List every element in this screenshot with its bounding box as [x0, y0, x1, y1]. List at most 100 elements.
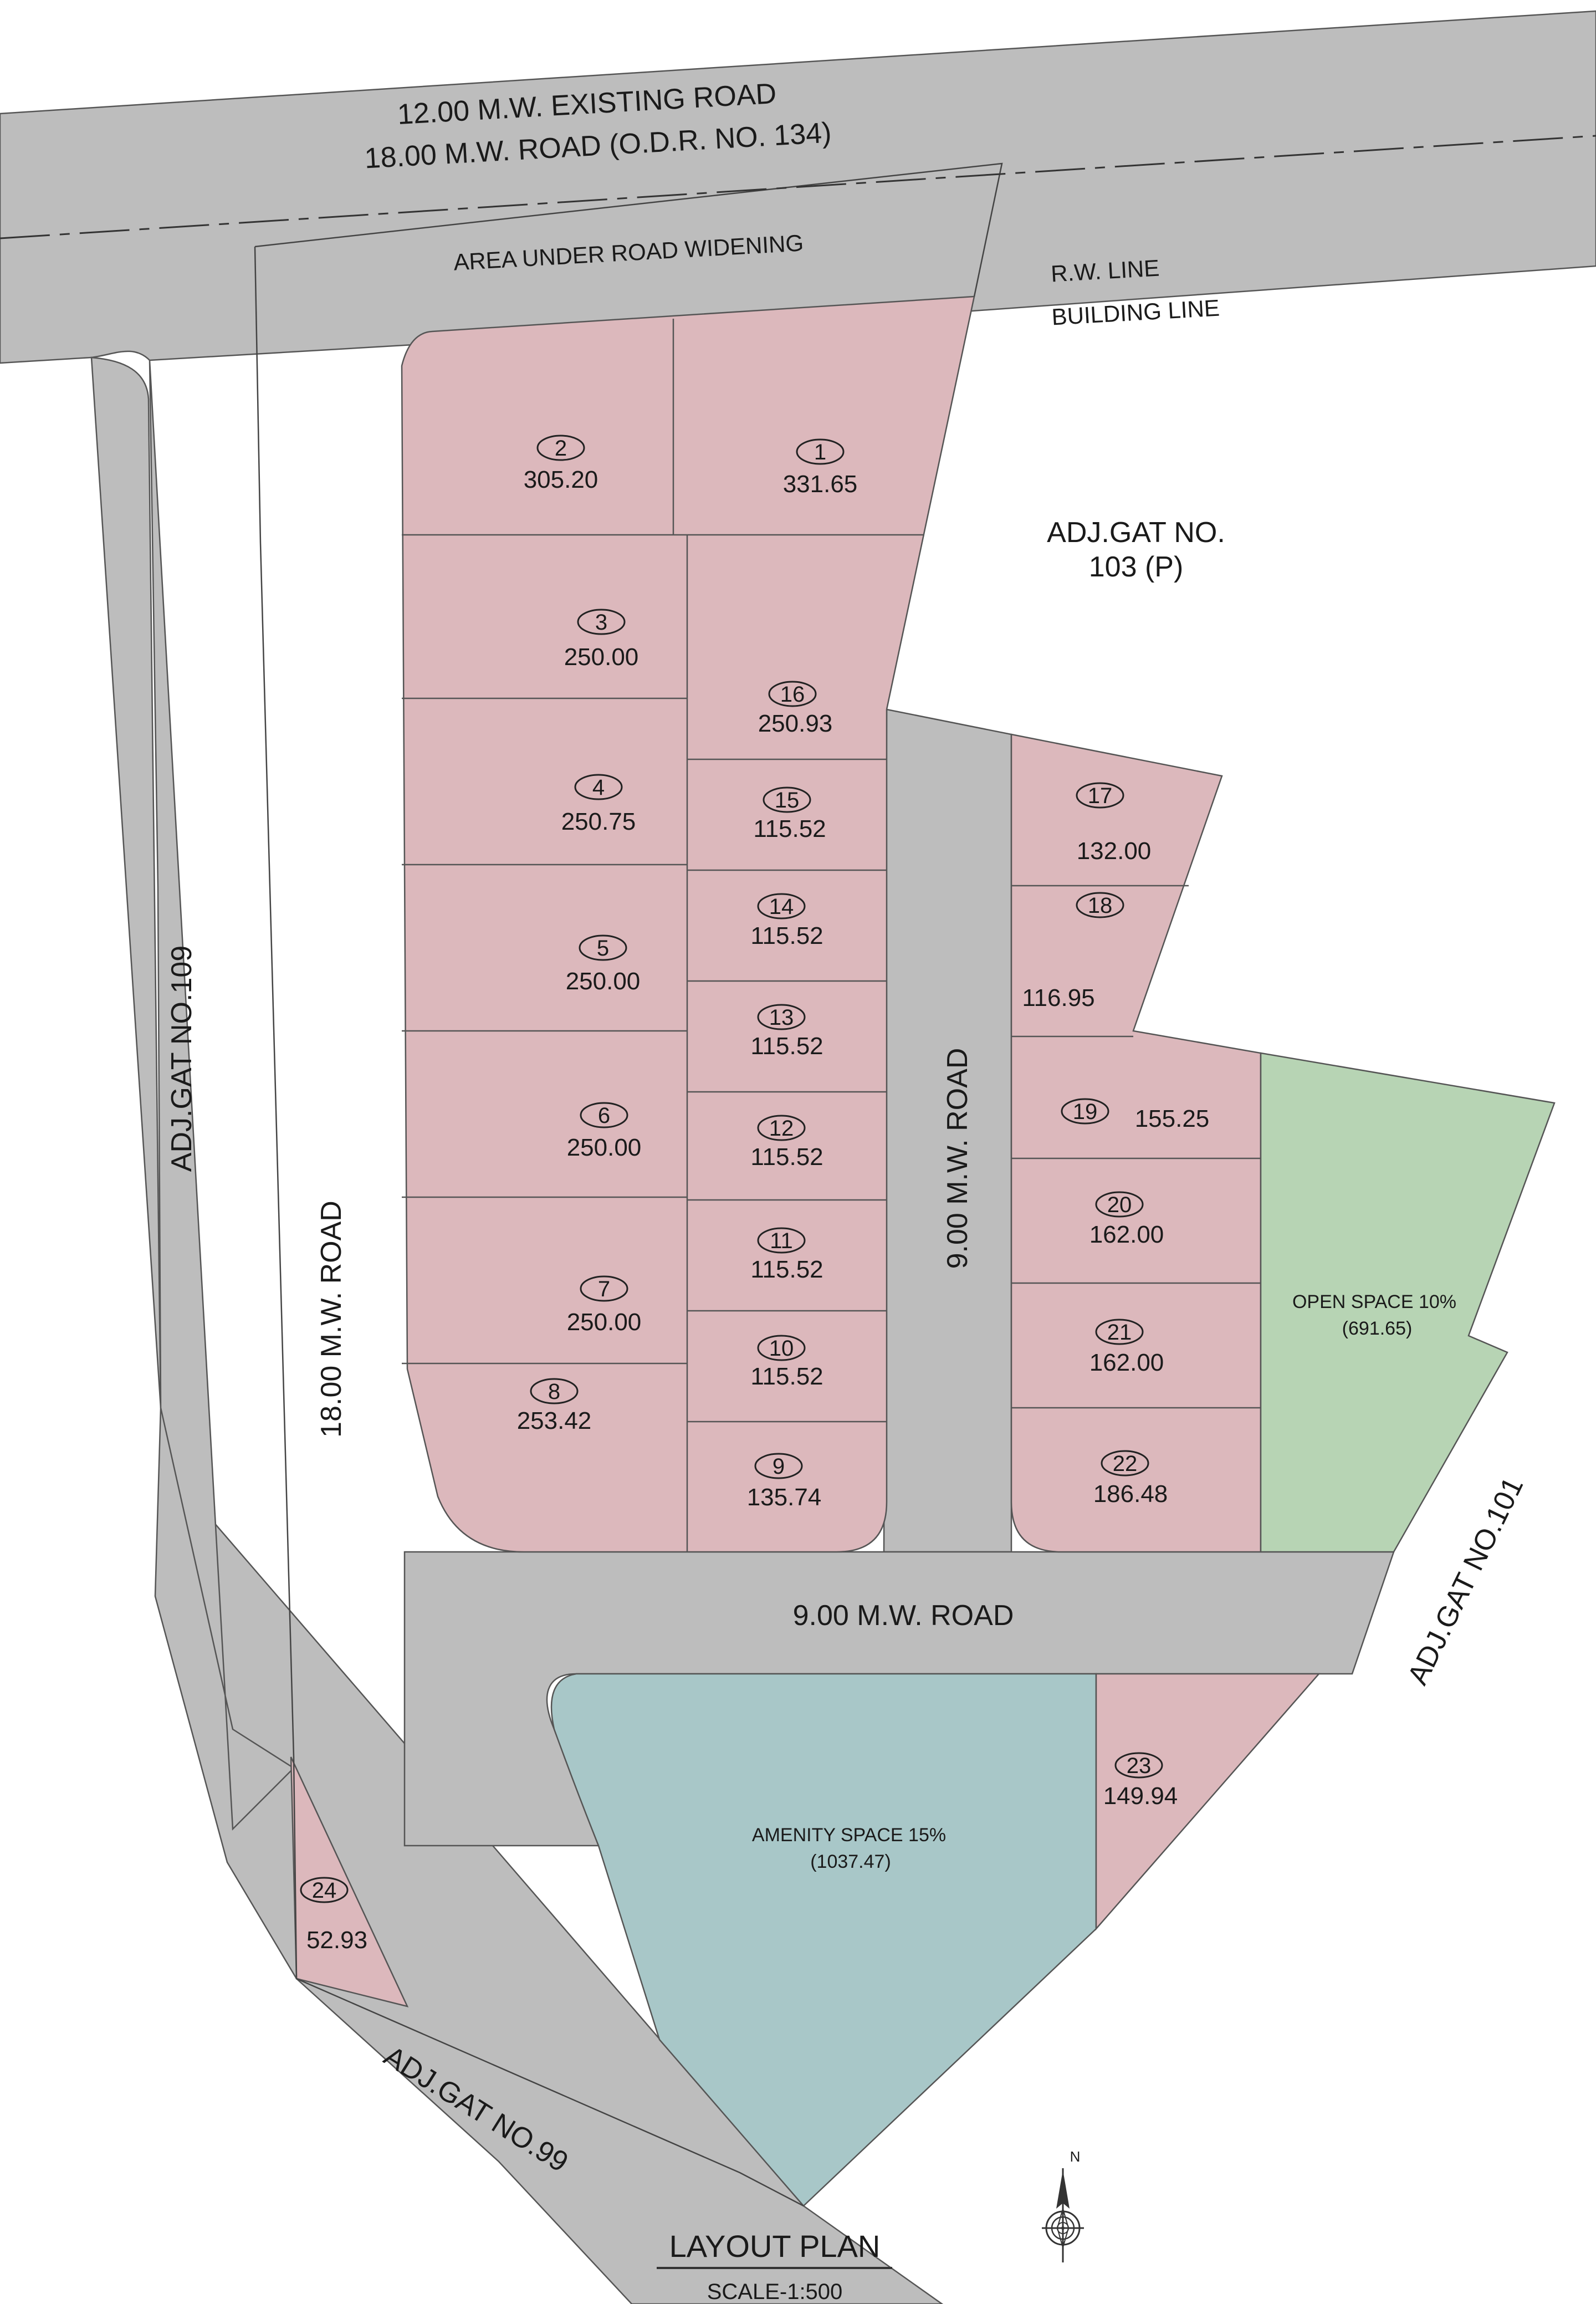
- plot-11: 11 115.52: [750, 1227, 823, 1283]
- plot-18: 18 116.95: [1022, 892, 1124, 1011]
- rw-line-label: R.W. LINE: [1050, 255, 1160, 287]
- plot-3-area: 250.00: [564, 643, 639, 671]
- layout-plan-title: LAYOUT PLAN: [669, 2229, 881, 2264]
- plot-24-shape: [290, 1756, 409, 2007]
- road-18m-left-edge: [149, 360, 295, 1831]
- plot-13: 13 115.52: [750, 1004, 823, 1060]
- plot-6: 6 250.00: [567, 1102, 642, 1161]
- open-space: [1260, 1052, 1556, 1553]
- scale-label: SCALE-1:500: [707, 2280, 843, 2304]
- plot-8-number: 8: [548, 1380, 560, 1404]
- plot-1-area: 331.65: [783, 471, 858, 498]
- plot-7: 7 250.00: [567, 1275, 642, 1336]
- plot-4: 4 250.75: [561, 774, 636, 835]
- plot-20: 20 162.00: [1089, 1191, 1164, 1248]
- plot-24-area: 52.93: [306, 1927, 367, 1954]
- plot-11-area: 115.52: [750, 1256, 823, 1283]
- plot-16-area: 250.93: [758, 710, 833, 737]
- plot-16-number: 16: [780, 682, 805, 707]
- plot-12-number: 12: [769, 1116, 794, 1141]
- plot-15: 15 115.52: [753, 786, 826, 842]
- plot-17-area: 132.00: [1077, 837, 1152, 865]
- plot-14-area: 115.52: [750, 922, 823, 949]
- plot-2-area: 305.20: [524, 466, 598, 493]
- plot-9: 9 135.74: [747, 1453, 822, 1511]
- plot-21: 21 162.00: [1089, 1319, 1164, 1376]
- title-block: LAYOUT PLAN SCALE-1:500: [657, 2229, 892, 2304]
- plot-6-area: 250.00: [567, 1134, 642, 1161]
- plot-13-area: 115.52: [750, 1033, 823, 1060]
- plot-block-a: [401, 295, 975, 1553]
- plot-19: 19 155.25: [1061, 1098, 1210, 1132]
- plot-11-number: 11: [770, 1229, 793, 1253]
- plot-13-number: 13: [769, 1005, 794, 1030]
- north-arrow-icon: N: [1042, 2148, 1084, 2262]
- plot-1: 1 331.65: [783, 438, 858, 498]
- plot-7-number: 7: [598, 1277, 610, 1301]
- plot-3-number: 3: [595, 610, 607, 635]
- plot-17: 17 132.00: [1076, 782, 1152, 865]
- plot-22-area: 186.48: [1093, 1480, 1168, 1508]
- plot-21-area: 162.00: [1089, 1349, 1164, 1376]
- plot-21-number: 21: [1107, 1320, 1132, 1345]
- open-space-area: (691.65): [1342, 1318, 1413, 1339]
- plot-8: 8 253.42: [517, 1378, 592, 1434]
- plot-4-number: 4: [592, 775, 605, 800]
- plot-block-b-divisions: [1011, 885, 1261, 1409]
- amenity-space: [550, 1673, 1097, 2207]
- plot-3: 3 250.00: [564, 609, 639, 671]
- road-18m-label: 18.00 M.W. ROAD: [315, 1200, 347, 1438]
- plot-20-number: 20: [1107, 1193, 1132, 1217]
- plot-5: 5 250.00: [566, 934, 641, 995]
- plot-17-number: 17: [1088, 784, 1113, 808]
- plot-2-number: 2: [555, 436, 567, 461]
- plot-10-number: 10: [769, 1336, 794, 1361]
- plot-7-area: 250.00: [567, 1309, 642, 1336]
- plot-19-number: 19: [1073, 1100, 1098, 1124]
- adj-gat-103-label-line1: ADJ.GAT NO.: [1047, 517, 1225, 549]
- plot-22-number: 22: [1113, 1452, 1138, 1476]
- plot-16: 16 250.93: [758, 681, 833, 737]
- rw-line: [0, 135, 1596, 239]
- plot-2: 2 305.20: [524, 435, 598, 493]
- road-9m-vertical-label: 9.00 M.W. ROAD: [942, 1048, 974, 1269]
- plot-23-area: 149.94: [1103, 1782, 1178, 1810]
- open-space-label: OPEN SPACE 10%: [1292, 1291, 1456, 1312]
- map-labels: 12.00 M.W. EXISTING ROAD 18.00 M.W. ROAD…: [166, 78, 1530, 2179]
- plot-23-number: 23: [1127, 1754, 1152, 1778]
- plot-labels: 1 331.65 2 305.20 3 250.00 4 250.75 5 25…: [300, 435, 1210, 1954]
- north-label: N: [1070, 2148, 1081, 2165]
- plot-22: 22 186.48: [1093, 1450, 1168, 1508]
- plot-19-area: 155.25: [1135, 1105, 1210, 1132]
- plot-14: 14 115.52: [750, 893, 823, 949]
- plot-24-number: 24: [312, 1878, 337, 1903]
- plot-23-shape: [1095, 1673, 1321, 1931]
- plot-10-area: 115.52: [750, 1363, 823, 1390]
- plot-9-area: 135.74: [747, 1484, 822, 1511]
- road-9m-horizontal-label: 9.00 M.W. ROAD: [793, 1600, 1014, 1632]
- plot-15-area: 115.52: [753, 815, 826, 842]
- plot-23: 23 149.94: [1103, 1752, 1178, 1810]
- adj-gat-109-label: ADJ.GAT NO.109: [166, 946, 198, 1172]
- plot-6-number: 6: [598, 1104, 610, 1128]
- plot-block-a-outline: [401, 295, 975, 1553]
- plot-8-area: 253.42: [517, 1407, 592, 1434]
- plot-10: 10 115.52: [750, 1335, 823, 1390]
- plot-18-number: 18: [1088, 893, 1113, 918]
- plot-24: 24 52.93: [300, 1877, 367, 1954]
- plot-12-area: 115.52: [750, 1143, 823, 1171]
- plot-18-area: 116.95: [1022, 984, 1094, 1011]
- plot-12: 12 115.52: [750, 1115, 823, 1171]
- plot-14-number: 14: [769, 895, 794, 919]
- land-boundary-left: [254, 246, 804, 2207]
- road-widening-outline: [254, 162, 1003, 297]
- plot-block-a-divisions: [402, 319, 924, 1552]
- amenity-space-label: AMENITY SPACE 15%: [752, 1825, 946, 1846]
- amenity-space-area: (1037.47): [810, 1851, 891, 1872]
- adj-gat-103-label-line2: 103 (P): [1089, 551, 1184, 583]
- plot-9-number: 9: [773, 1454, 785, 1479]
- plot-4-area: 250.75: [561, 808, 636, 835]
- plot-5-area: 250.00: [566, 968, 641, 995]
- plot-20-area: 162.00: [1089, 1221, 1164, 1248]
